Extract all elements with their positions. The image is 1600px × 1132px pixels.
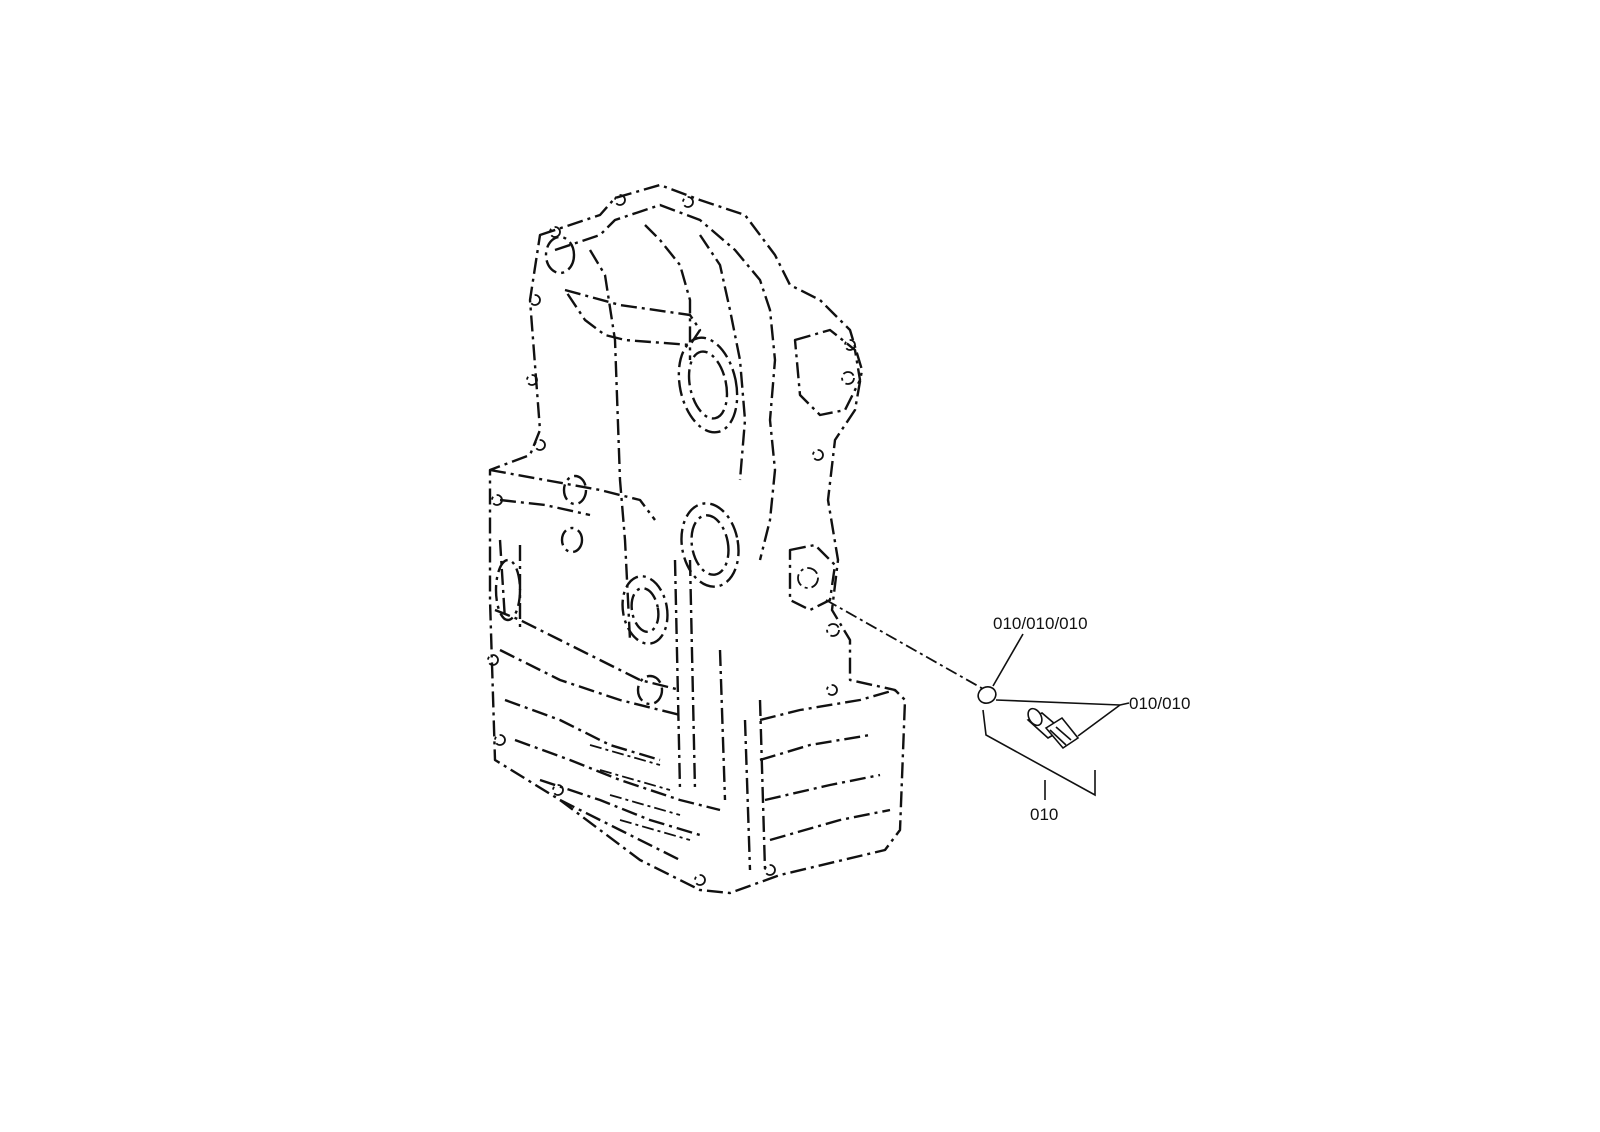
seal-ring-part [977,686,997,704]
assembly-axis-line [825,599,986,691]
callout-label-seal-ring: 010/010/010 [993,614,1088,633]
transmission-housing [487,183,907,895]
callout-leaders [982,633,1130,800]
callout-label-assembly: 010 [1030,805,1058,824]
sensor-part [1026,707,1080,750]
callout-label-sensor: 010/010 [1129,694,1190,713]
